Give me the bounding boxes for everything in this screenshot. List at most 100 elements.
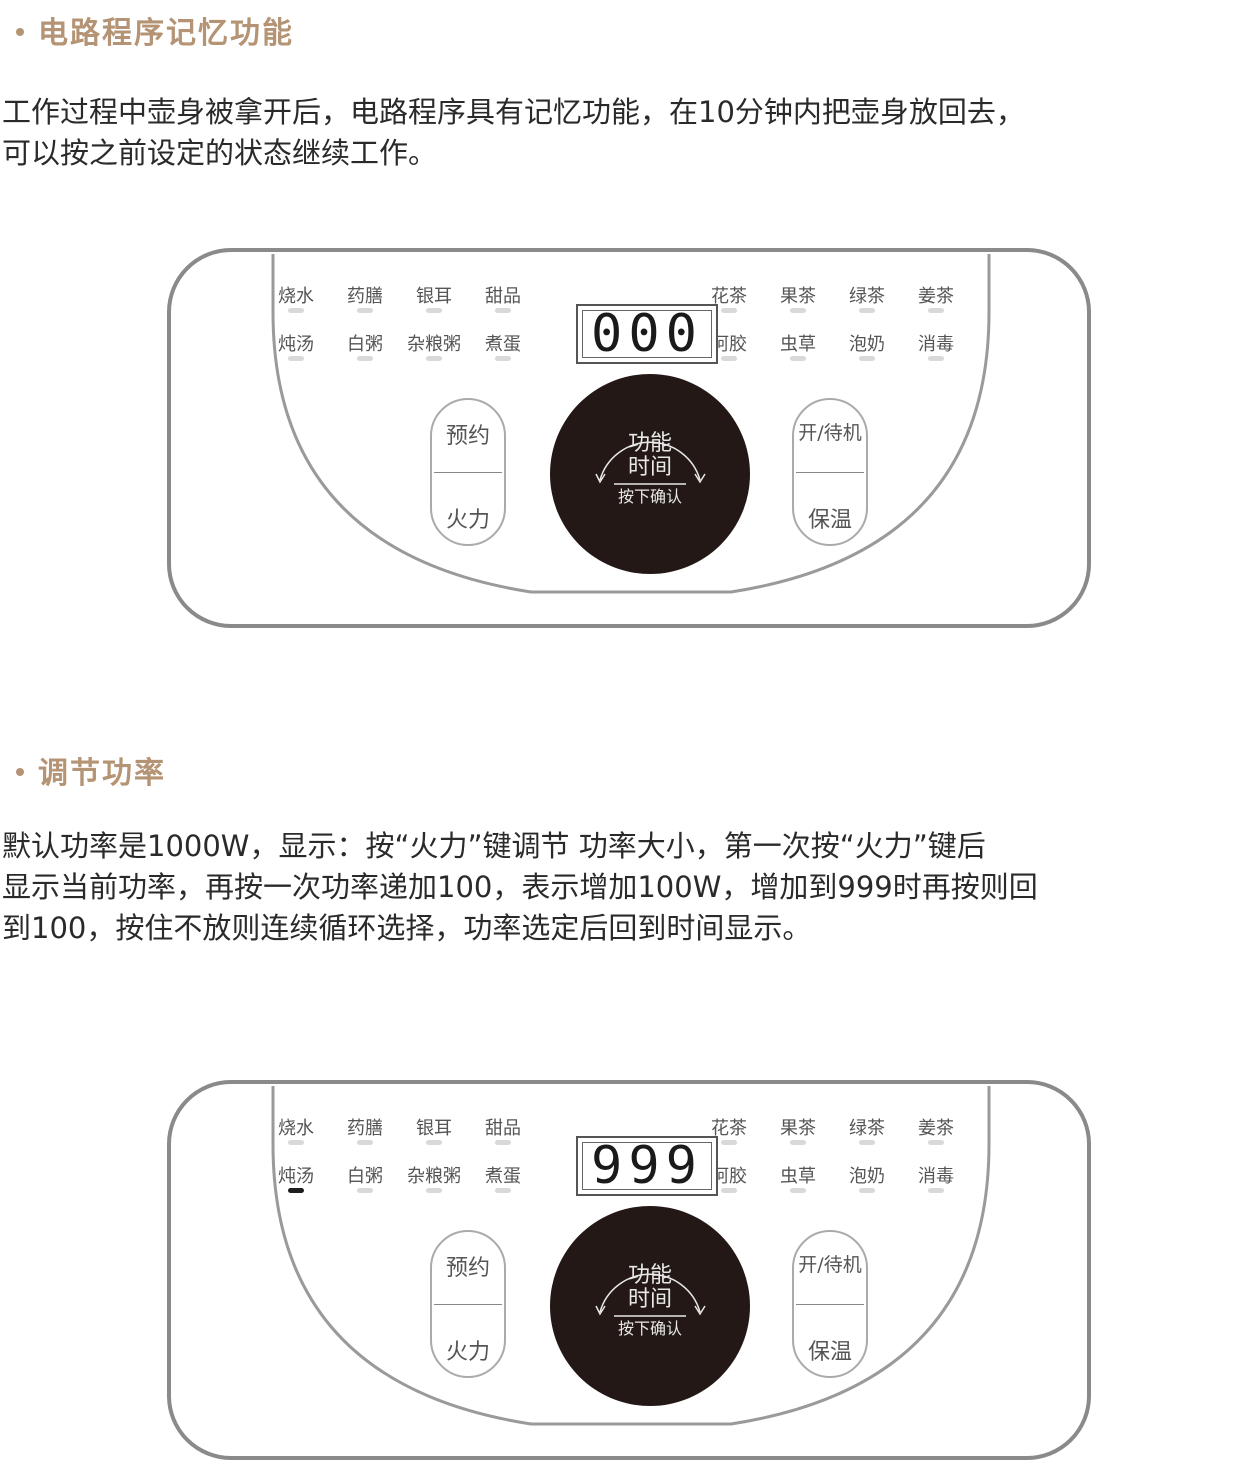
section2-line: 到100，按住不放则连续循环选择，功率选定后回到时间显示。 [2,911,812,945]
mode-indicator-led [928,1188,944,1193]
mode-indicator-led [790,1188,806,1193]
mode-label: 白粥 [347,1166,383,1187]
heat-label: 火力 [445,1340,490,1365]
mode-indicator-led [288,1188,304,1193]
mode-indicator-led [426,1140,442,1145]
button-divider [434,1304,502,1305]
schedule-label: 预约 [445,1256,490,1281]
rotate-arrows-icon [595,1273,706,1317]
mode-label: 虫草 [780,1166,816,1187]
knob-label-press-confirm: 按下确认 [617,1319,682,1338]
panel-face-outline [271,254,991,594]
knob-label-function: 功能 [627,1263,672,1288]
mode-label: 烧水 [278,286,314,307]
mode-label: 绿茶 [849,286,885,307]
mode-label: 银耳 [416,1118,452,1139]
button-divider [796,1304,864,1305]
panel-face-outline [271,1086,991,1426]
function-time-knob[interactable]: 功能时间按下确认 [550,374,750,574]
mode-indicator-led [426,308,442,313]
mode-indicator-led [495,1140,511,1145]
mode-indicator-led [721,356,737,361]
mode-label: 银耳 [416,286,452,307]
mode-indicator-led [859,1188,875,1193]
mode-label: 绿茶 [849,1118,885,1139]
keep-warm-label: 保温 [807,1340,852,1365]
mode-label: 杂粮粥 [407,1166,461,1187]
knob-label-time: 时间 [627,455,672,480]
display-inner-frame [582,1142,712,1190]
section2-paragraph: 默认功率是1000W，显示：按“火力”键调节 功率大小，第一次按“火力”键后 显… [2,826,1038,949]
mode-indicator-led [288,356,304,361]
section1-line: 工作过程中壶身被拿开后，电路程序具有记忆功能，在10分钟内把壶身放回去， [2,95,1025,129]
mode-label: 消毒 [918,1166,954,1187]
bullet-dot-icon [16,767,24,776]
mode-label: 杂粮粥 [407,334,461,355]
mode-label: 煮蛋 [485,334,521,355]
mode-indicator-led [790,1140,806,1145]
power-keepwarm-button[interactable]: 开/待机保温 [792,1230,868,1378]
mode-label: 果茶 [780,1118,816,1139]
knob-label-time: 时间 [627,1287,672,1312]
mode-indicator-led [859,356,875,361]
power-standby-label: 开/待机 [798,422,862,444]
mode-indicator-led [859,1140,875,1145]
mode-indicator-led [288,308,304,313]
mode-label: 甜品 [485,286,521,307]
mode-label: 白粥 [347,334,383,355]
section2-title: 调节功率 [38,756,166,791]
led-display: 999 [576,1136,718,1196]
mode-indicator-led [426,1188,442,1193]
mode-label: 果茶 [780,286,816,307]
mode-indicator-led [721,308,737,313]
mode-label: 泡奶 [849,334,885,355]
mode-label: 阿胶 [711,1166,747,1187]
mode-indicator-led [495,308,511,313]
button-divider [434,472,502,473]
mode-indicator-led [721,1188,737,1193]
section1-title: 电路程序记忆功能 [38,16,294,51]
section1-paragraph: 工作过程中壶身被拿开后，电路程序具有记忆功能，在10分钟内把壶身放回去， 可以按… [2,92,1025,174]
mode-indicator-led [790,308,806,313]
schedule-label: 预约 [445,424,490,449]
mode-indicator-led [495,356,511,361]
mode-indicator-led [495,1188,511,1193]
mode-indicator-led [928,356,944,361]
schedule-heat-button[interactable]: 预约火力 [430,1230,506,1378]
mode-indicator-led [790,356,806,361]
mode-indicator-led [357,308,373,313]
mode-indicator-led [859,308,875,313]
mode-label: 花茶 [711,286,747,307]
display-inner-frame [582,310,712,358]
function-time-knob[interactable]: 功能时间按下确认 [550,1206,750,1406]
section2-line: 默认功率是1000W，显示：按“火力”键调节 功率大小，第一次按“火力”键后 [2,829,986,863]
button-divider [796,472,864,473]
mode-indicator-led [721,1140,737,1145]
keep-warm-label: 保温 [807,508,852,533]
mode-label: 炖汤 [278,1166,314,1187]
mode-label: 花茶 [711,1118,747,1139]
power-standby-label: 开/待机 [798,1254,862,1276]
mode-label: 姜茶 [918,1118,954,1139]
mode-indicator-led [928,1140,944,1145]
mode-label: 姜茶 [918,286,954,307]
knob-label-function: 功能 [627,431,672,456]
mode-label: 阿胶 [711,334,747,355]
mode-label: 虫草 [780,334,816,355]
mode-label: 药膳 [347,1118,383,1139]
mode-label: 甜品 [485,1118,521,1139]
display-digits: 000 [591,304,703,364]
section1-line: 可以按之前设定的状态继续工作。 [2,136,438,170]
mode-label: 煮蛋 [485,1166,521,1187]
rotate-arrows-icon [595,441,706,485]
led-display: 000 [576,304,718,364]
section2-line: 显示当前功率，再按一次功率递加100，表示增加100W，增加到999时再按则回 [2,870,1038,904]
mode-indicator-led [357,1188,373,1193]
mode-indicator-led [357,356,373,361]
mode-label: 药膳 [347,286,383,307]
mode-indicator-led [288,1140,304,1145]
schedule-heat-button[interactable]: 预约火力 [430,398,506,546]
power-keepwarm-button[interactable]: 开/待机保温 [792,398,868,546]
mode-label: 消毒 [918,334,954,355]
